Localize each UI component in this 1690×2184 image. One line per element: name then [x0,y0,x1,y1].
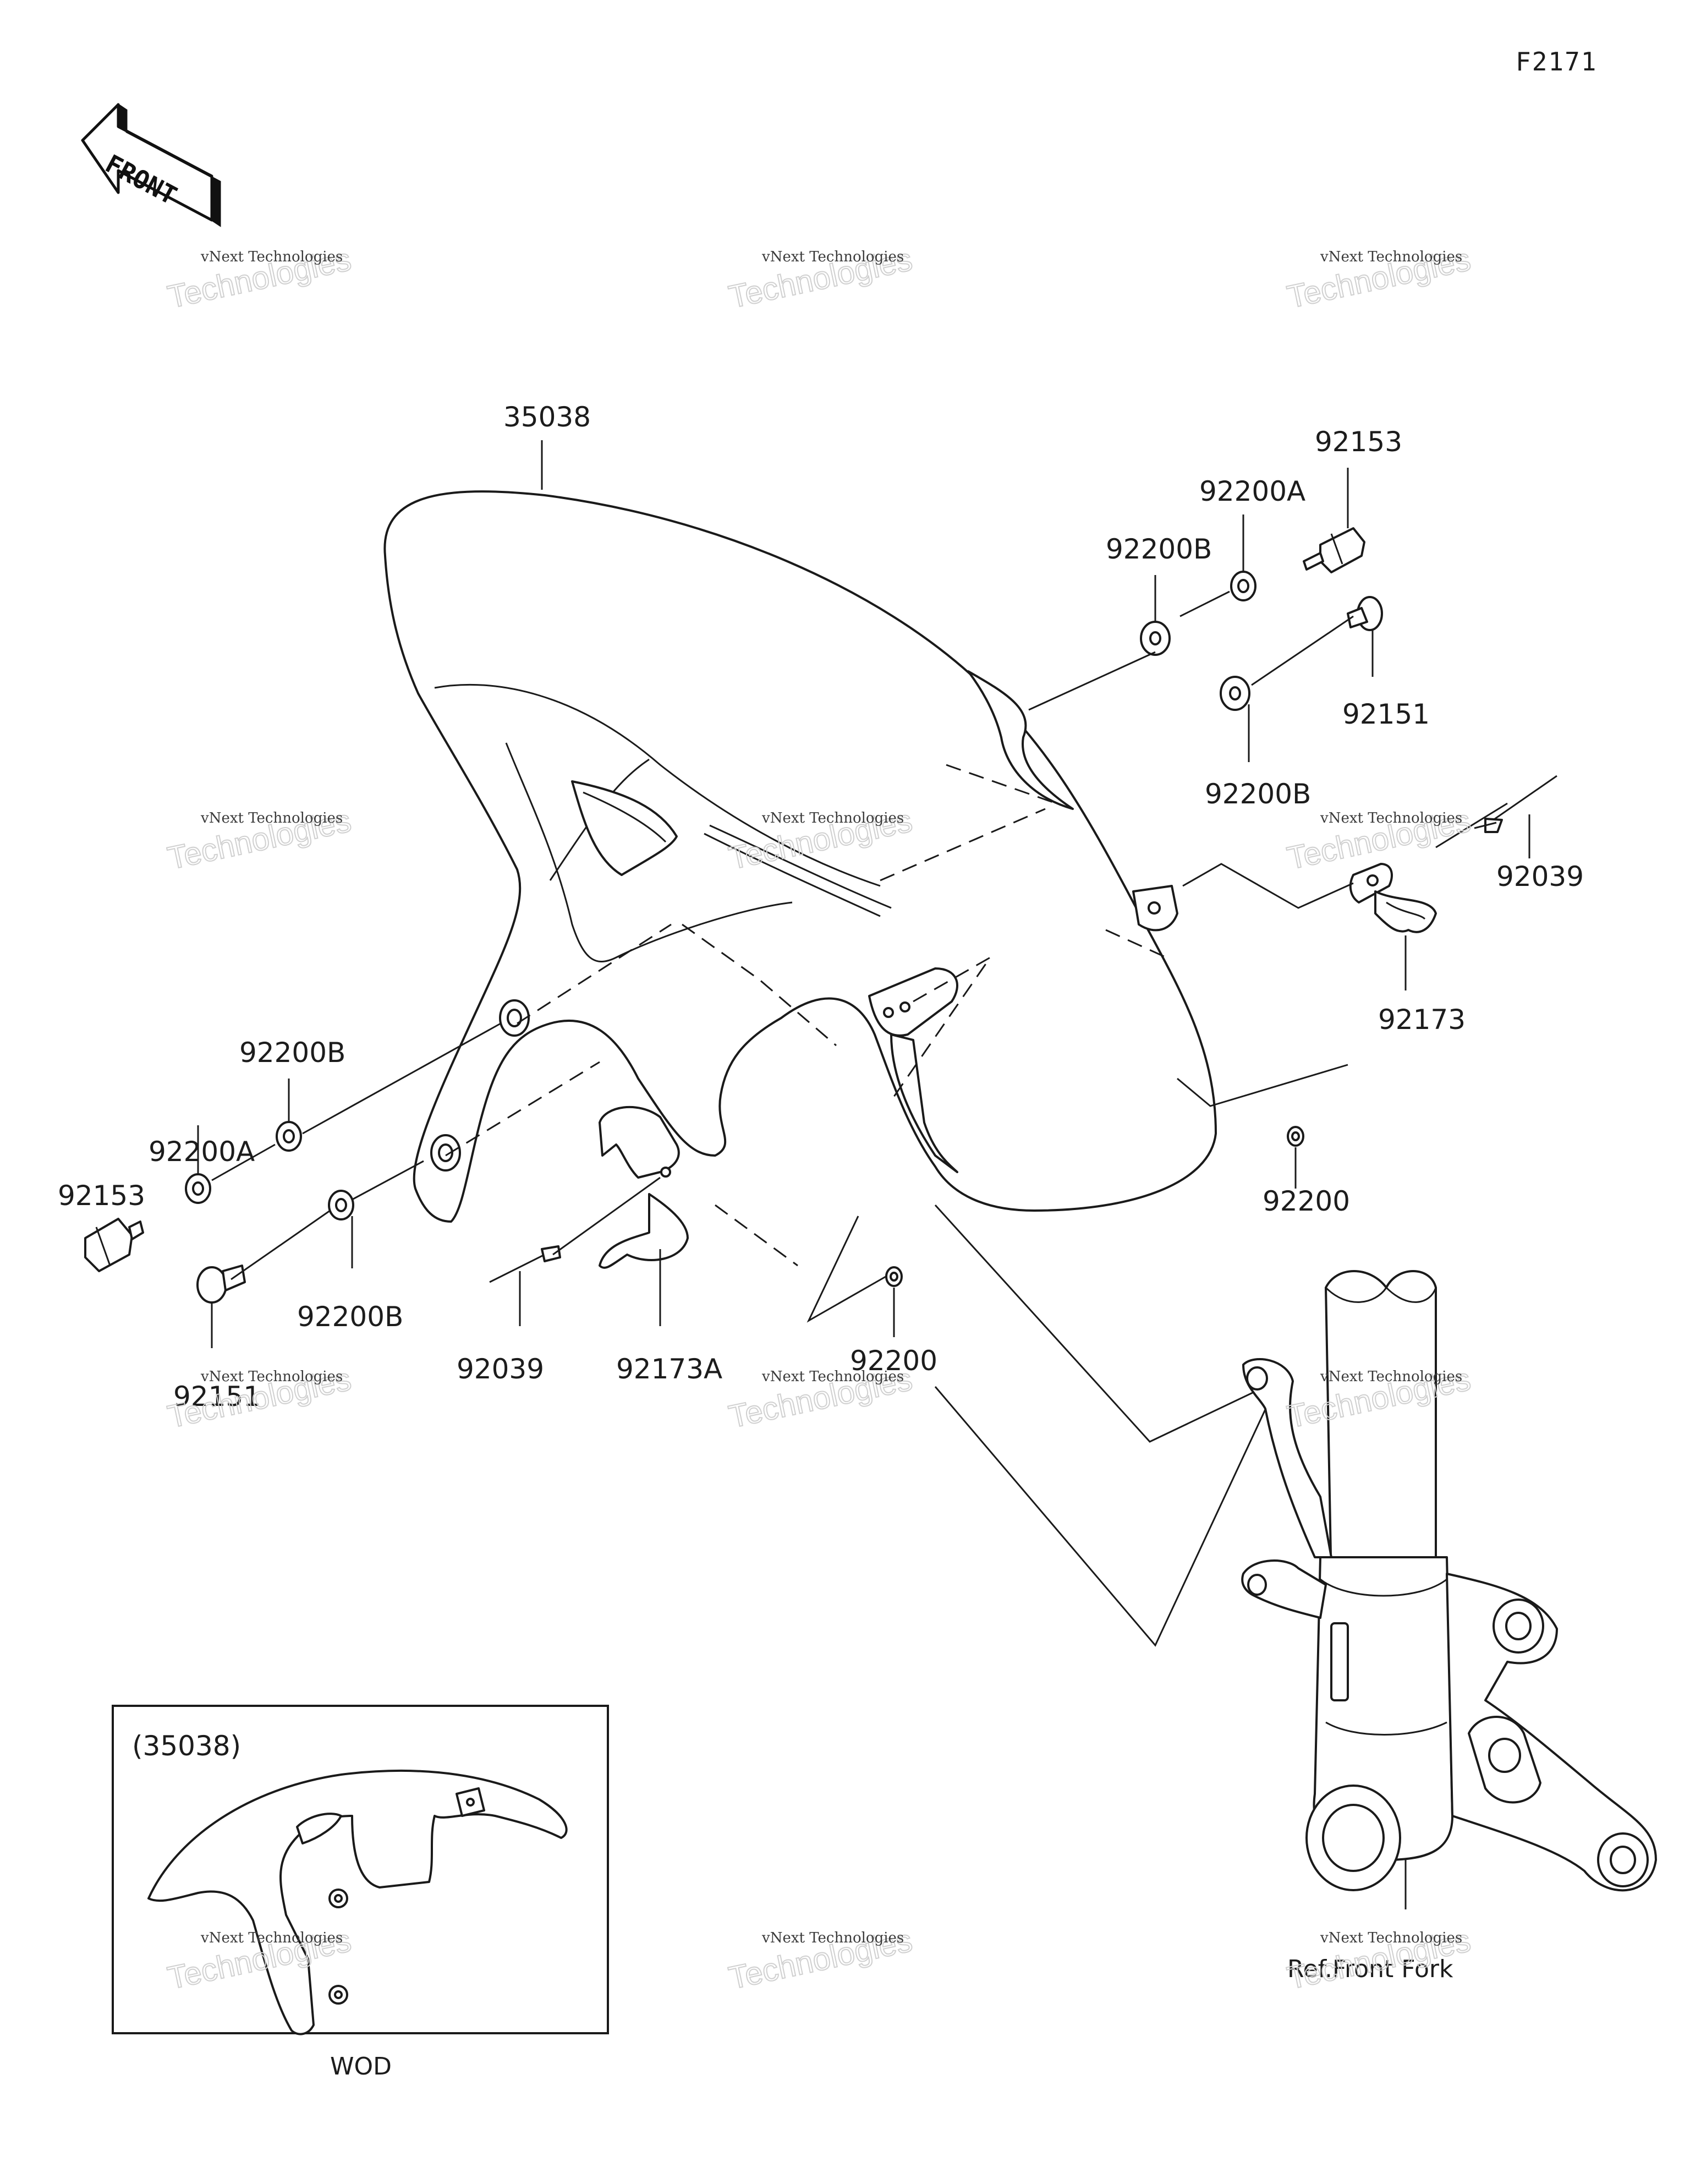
svg-text:vNext Technologies: vNext Technologies [200,249,343,265]
svg-text:vNext Technologies: vNext Technologies [200,1369,343,1385]
svg-text:vNext Technologies: vNext Technologies [1320,249,1462,265]
callout-92039-right: 92039 [1496,861,1584,893]
screw-icon [1347,596,1383,631]
rivet-pin-icon [489,1245,561,1283]
watermark: Technologies vNext Technologies [725,1361,916,1436]
svg-text:vNext Technologies: vNext Technologies [761,1369,904,1385]
screw-icon [196,1265,246,1304]
bolt-icon [1303,527,1365,573]
callout-92153-left: 92153 [58,1180,145,1212]
callout-92039-left: 92039 [457,1353,544,1385]
inset-fender [147,1769,568,2035]
callout-92151-left: 92151 [173,1381,261,1413]
svg-text:vNext Technologies: vNext Technologies [761,249,904,265]
clamp-icon [599,1105,689,1269]
callout-92200-center: 92200 [850,1345,937,1377]
callout-92200a-top: 92200A [1199,475,1305,507]
clamp-icon [1349,863,1437,933]
svg-text:vNext Technologies: vNext Technologies [200,810,343,826]
svg-text:vNext Technologies: vNext Technologies [1320,1930,1462,1946]
front-arrow-icon: FRONT [81,103,221,227]
callout-92151-top: 92151 [1342,698,1430,730]
watermark: Technologies vNext Technologies [164,241,355,316]
callout-92200b-left2: 92200B [297,1301,403,1333]
front-fender [383,490,1217,1223]
watermark: Technologies vNext Technologies [164,1361,355,1436]
page-code: F2171 [1516,47,1597,76]
callout-92200b-mid: 92200B [1205,778,1311,810]
callout-92153-top: 92153 [1315,426,1402,458]
svg-text:vNext Technologies: vNext Technologies [200,1930,343,1946]
watermark: Technologies vNext Technologies [725,241,916,316]
svg-text:vNext Technologies: vNext Technologies [1320,810,1462,826]
callout-92200-right: 92200 [1263,1185,1350,1217]
watermark: Technologies vNext Technologies [1283,241,1474,316]
bolt-icon [84,1218,144,1272]
ref-front-fork-label: Ref.Front Fork [1287,1955,1453,1983]
watermark: Technologies vNext Technologies [725,1922,916,1997]
inset-title: (35038) [132,1730,241,1762]
rivet-pin-icon [1474,775,1557,833]
inset-box: (35038) WOD [112,1705,609,2081]
watermark: Technologies vNext Technologies [1283,1922,1474,1997]
svg-text:vNext Technologies: vNext Technologies [761,1930,904,1946]
callout-92200b-top: 92200B [1106,533,1212,565]
callout-92200b-left: 92200B [239,1037,345,1069]
callout-35038: 35038 [503,401,591,433]
svg-text:vNext Technologies: vNext Technologies [761,810,904,826]
inset-caption: WOD [330,2052,392,2081]
callout-92173: 92173 [1378,1004,1466,1036]
leader-lines [197,440,1530,1909]
watermark: Technologies vNext Technologies [164,802,355,877]
callout-92200a-left: 92200A [149,1136,255,1168]
callout-92173a: 92173A [616,1353,722,1385]
front-fork-reference [1241,1270,1657,1892]
svg-text:vNext Technologies: vNext Technologies [1320,1369,1462,1385]
